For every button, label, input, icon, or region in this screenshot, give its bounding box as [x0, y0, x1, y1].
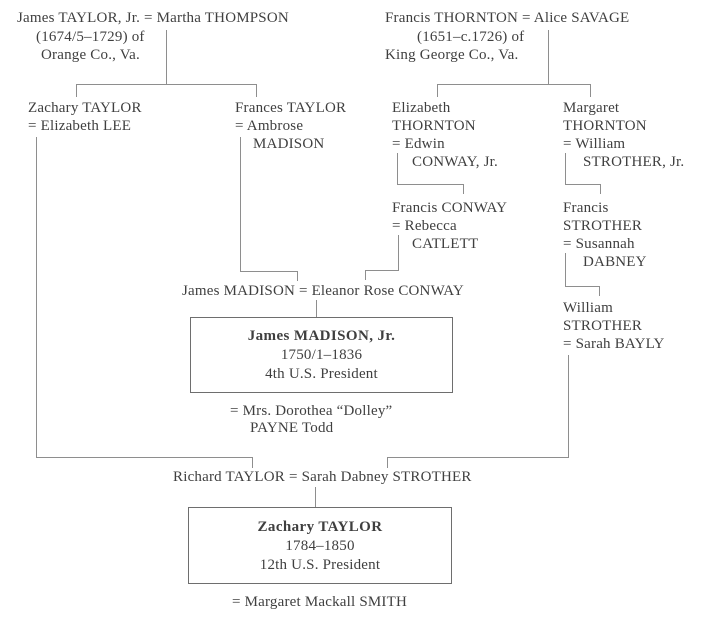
connector-line [599, 286, 600, 296]
president-taylor-name: Zachary TAYLOR [257, 518, 383, 535]
couple-francis-conway-catlett-line3: CATLETT [412, 236, 479, 252]
connector-line [256, 84, 257, 97]
couple-william-strother-bayly-line1: William [563, 300, 613, 316]
president-box-madison: James MADISON, Jr. 1750/1–1836 4th U.S. … [190, 317, 453, 393]
connector-line [252, 457, 253, 468]
couple-francis-conway-catlett-line1: Francis CONWAY [392, 200, 508, 216]
couple-francis-strother-dabney-line2: STROTHER [563, 218, 643, 234]
couple-francis-strother-dabney-line3: = Susannah [563, 236, 635, 252]
connector-line [316, 300, 317, 317]
couple-william-strother-bayly-line2: STROTHER [563, 318, 643, 334]
president-madison-spouse-line2: PAYNE Todd [250, 420, 334, 436]
connector-line [166, 30, 167, 84]
connector-line [565, 286, 600, 287]
couple-francis-strother-dabney-line4: DABNEY [583, 254, 647, 270]
couple-elizabeth-thornton-conway-line1: Elizabeth [392, 100, 451, 116]
connector-line [565, 184, 601, 185]
couple-zachary-taylor-lee-line1: Zachary TAYLOR [28, 100, 142, 116]
connector-line [590, 84, 591, 97]
connector-line [365, 270, 399, 271]
president-madison-dates: 1750/1–1836 [280, 347, 363, 363]
connector-line [315, 487, 316, 507]
president-madison-name: James MADISON, Jr. [247, 328, 396, 344]
president-taylor-spouse-line1: = Margaret Mackall SMITH [232, 594, 408, 610]
connector-line [463, 184, 464, 194]
couple-margaret-thornton-strother-line1: Margaret [563, 100, 620, 116]
connector-line [548, 30, 549, 84]
connector-line [568, 355, 569, 458]
couple-frances-taylor-madison-line3: MADISON [253, 136, 325, 152]
couple-elizabeth-thornton-conway-line3: = Edwin [392, 136, 445, 152]
connector-line [365, 270, 366, 280]
couple-richard-taylor-strother-names: Richard TAYLOR = Sarah Dabney STROTHER [173, 469, 472, 485]
president-taylor-dates: 1784–1850 [285, 537, 355, 554]
connector-line [600, 184, 601, 194]
couple-thornton-savage-dates: (1651–c.1726) of [417, 29, 525, 45]
couple-margaret-thornton-strother-line4: STROTHER, Jr. [583, 154, 685, 170]
couple-margaret-thornton-strother-line2: THORNTON [563, 118, 647, 134]
couple-francis-conway-catlett-line2: = Rebecca [392, 218, 457, 234]
couple-zachary-taylor-lee-line2: = Elizabeth LEE [28, 118, 132, 134]
connector-line [76, 84, 257, 85]
couple-madison-conway-names: James MADISON = Eleanor Rose CONWAY [182, 283, 464, 299]
couple-william-strother-bayly-line3: = Sarah BAYLY [563, 336, 665, 352]
connector-line [398, 235, 399, 271]
couple-elizabeth-thornton-conway-line2: THORNTON [392, 118, 476, 134]
connector-line [387, 457, 569, 458]
connector-line [240, 271, 298, 272]
couple-elizabeth-thornton-conway-line4: CONWAY, Jr. [412, 154, 498, 170]
connector-line [437, 84, 591, 85]
couple-thornton-savage-names: Francis THORNTON = Alice SAVAGE [385, 10, 630, 26]
connector-line [397, 153, 398, 185]
couple-thornton-savage-place: King George Co., Va. [385, 47, 519, 63]
connector-line [240, 137, 241, 272]
connector-line [437, 84, 438, 97]
couple-taylor-thompson-names: James TAYLOR, Jr. = Martha THOMPSON [17, 10, 289, 26]
connector-line [565, 153, 566, 185]
connector-line [36, 137, 37, 458]
president-madison-title: 4th U.S. President [265, 366, 378, 382]
connector-line [36, 457, 253, 458]
president-taylor-title: 12th U.S. President [259, 556, 381, 573]
couple-taylor-thompson-place: Orange Co., Va. [41, 47, 140, 63]
couple-francis-strother-dabney-line1: Francis [563, 200, 609, 216]
connector-line [387, 457, 388, 468]
couple-frances-taylor-madison-line2: = Ambrose [235, 118, 304, 134]
connector-line [397, 184, 464, 185]
connector-line [565, 253, 566, 287]
couple-taylor-thompson-dates: (1674/5–1729) of [36, 29, 145, 45]
connector-line [297, 271, 298, 281]
couple-frances-taylor-madison-line1: Frances TAYLOR [235, 100, 347, 116]
president-box-taylor: Zachary TAYLOR 1784–1850 12th U.S. Presi… [188, 507, 452, 584]
president-madison-spouse-line1: = Mrs. Dorothea “Dolley” [230, 403, 393, 419]
couple-margaret-thornton-strother-line3: = William [563, 136, 626, 152]
connector-line [76, 84, 77, 97]
